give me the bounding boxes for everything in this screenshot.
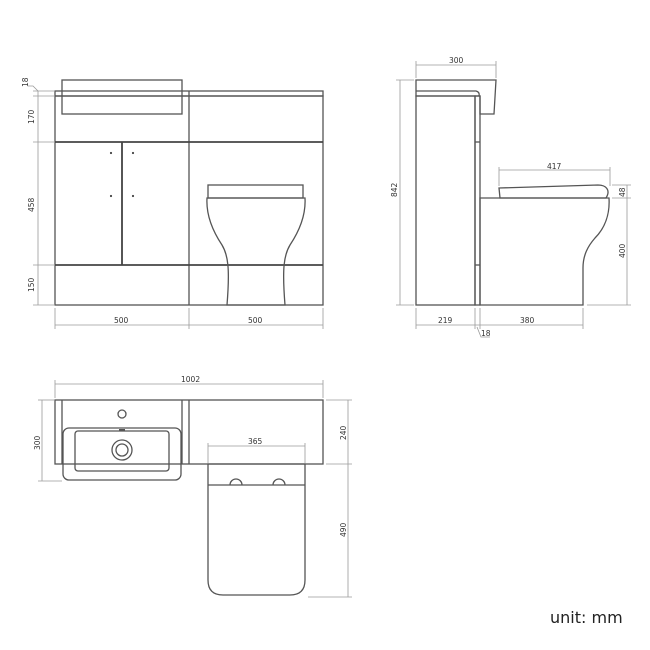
wc-pan-side bbox=[479, 197, 610, 306]
dim-top-thickness: 18 bbox=[21, 77, 30, 87]
dim-basin-depth-plan: 300 bbox=[33, 435, 42, 450]
wc-plan bbox=[207, 463, 306, 596]
basin-plan bbox=[62, 427, 182, 481]
plan-view: 1002 300 365 240 490 bbox=[33, 375, 352, 598]
basin-side bbox=[415, 79, 497, 115]
side-view: 300 842 417 48 400 219 380 18 bbox=[390, 56, 631, 338]
dim-seat-length: 417 bbox=[547, 162, 562, 171]
wc-seat-front bbox=[207, 184, 304, 199]
unit-label: unit: mm bbox=[550, 608, 623, 627]
dim-pan-projection-side: 380 bbox=[520, 316, 535, 325]
tap-hole-icon bbox=[117, 409, 127, 419]
cabinet-side bbox=[415, 95, 476, 306]
front-view: 18 170 458 150 500 500 bbox=[21, 77, 324, 329]
wc-pan-front bbox=[206, 197, 306, 306]
dim-middle-height: 458 bbox=[27, 197, 36, 212]
dim-pan-projection-plan: 490 bbox=[339, 522, 348, 537]
dim-right-width: 500 bbox=[248, 316, 263, 325]
dim-upper-height: 170 bbox=[27, 109, 36, 124]
dim-total-height: 842 bbox=[390, 182, 399, 197]
basin-waste-icon bbox=[111, 439, 133, 461]
dim-cabinet-depth: 219 bbox=[438, 316, 453, 325]
dim-seat-height: 48 bbox=[618, 187, 627, 197]
dim-panel-thickness: 18 bbox=[481, 329, 491, 338]
dim-pan-height: 400 bbox=[618, 243, 627, 258]
dim-cistern-depth: 240 bbox=[339, 425, 348, 440]
basin-front bbox=[61, 79, 183, 115]
dim-basin-depth-side: 300 bbox=[449, 56, 464, 65]
dim-left-width: 500 bbox=[114, 316, 129, 325]
wc-seat-side bbox=[498, 184, 609, 199]
panel-side bbox=[474, 95, 481, 306]
dim-total-width: 1002 bbox=[181, 375, 200, 384]
dim-pan-width: 365 bbox=[248, 437, 263, 446]
dim-plinth-height: 150 bbox=[27, 277, 36, 292]
